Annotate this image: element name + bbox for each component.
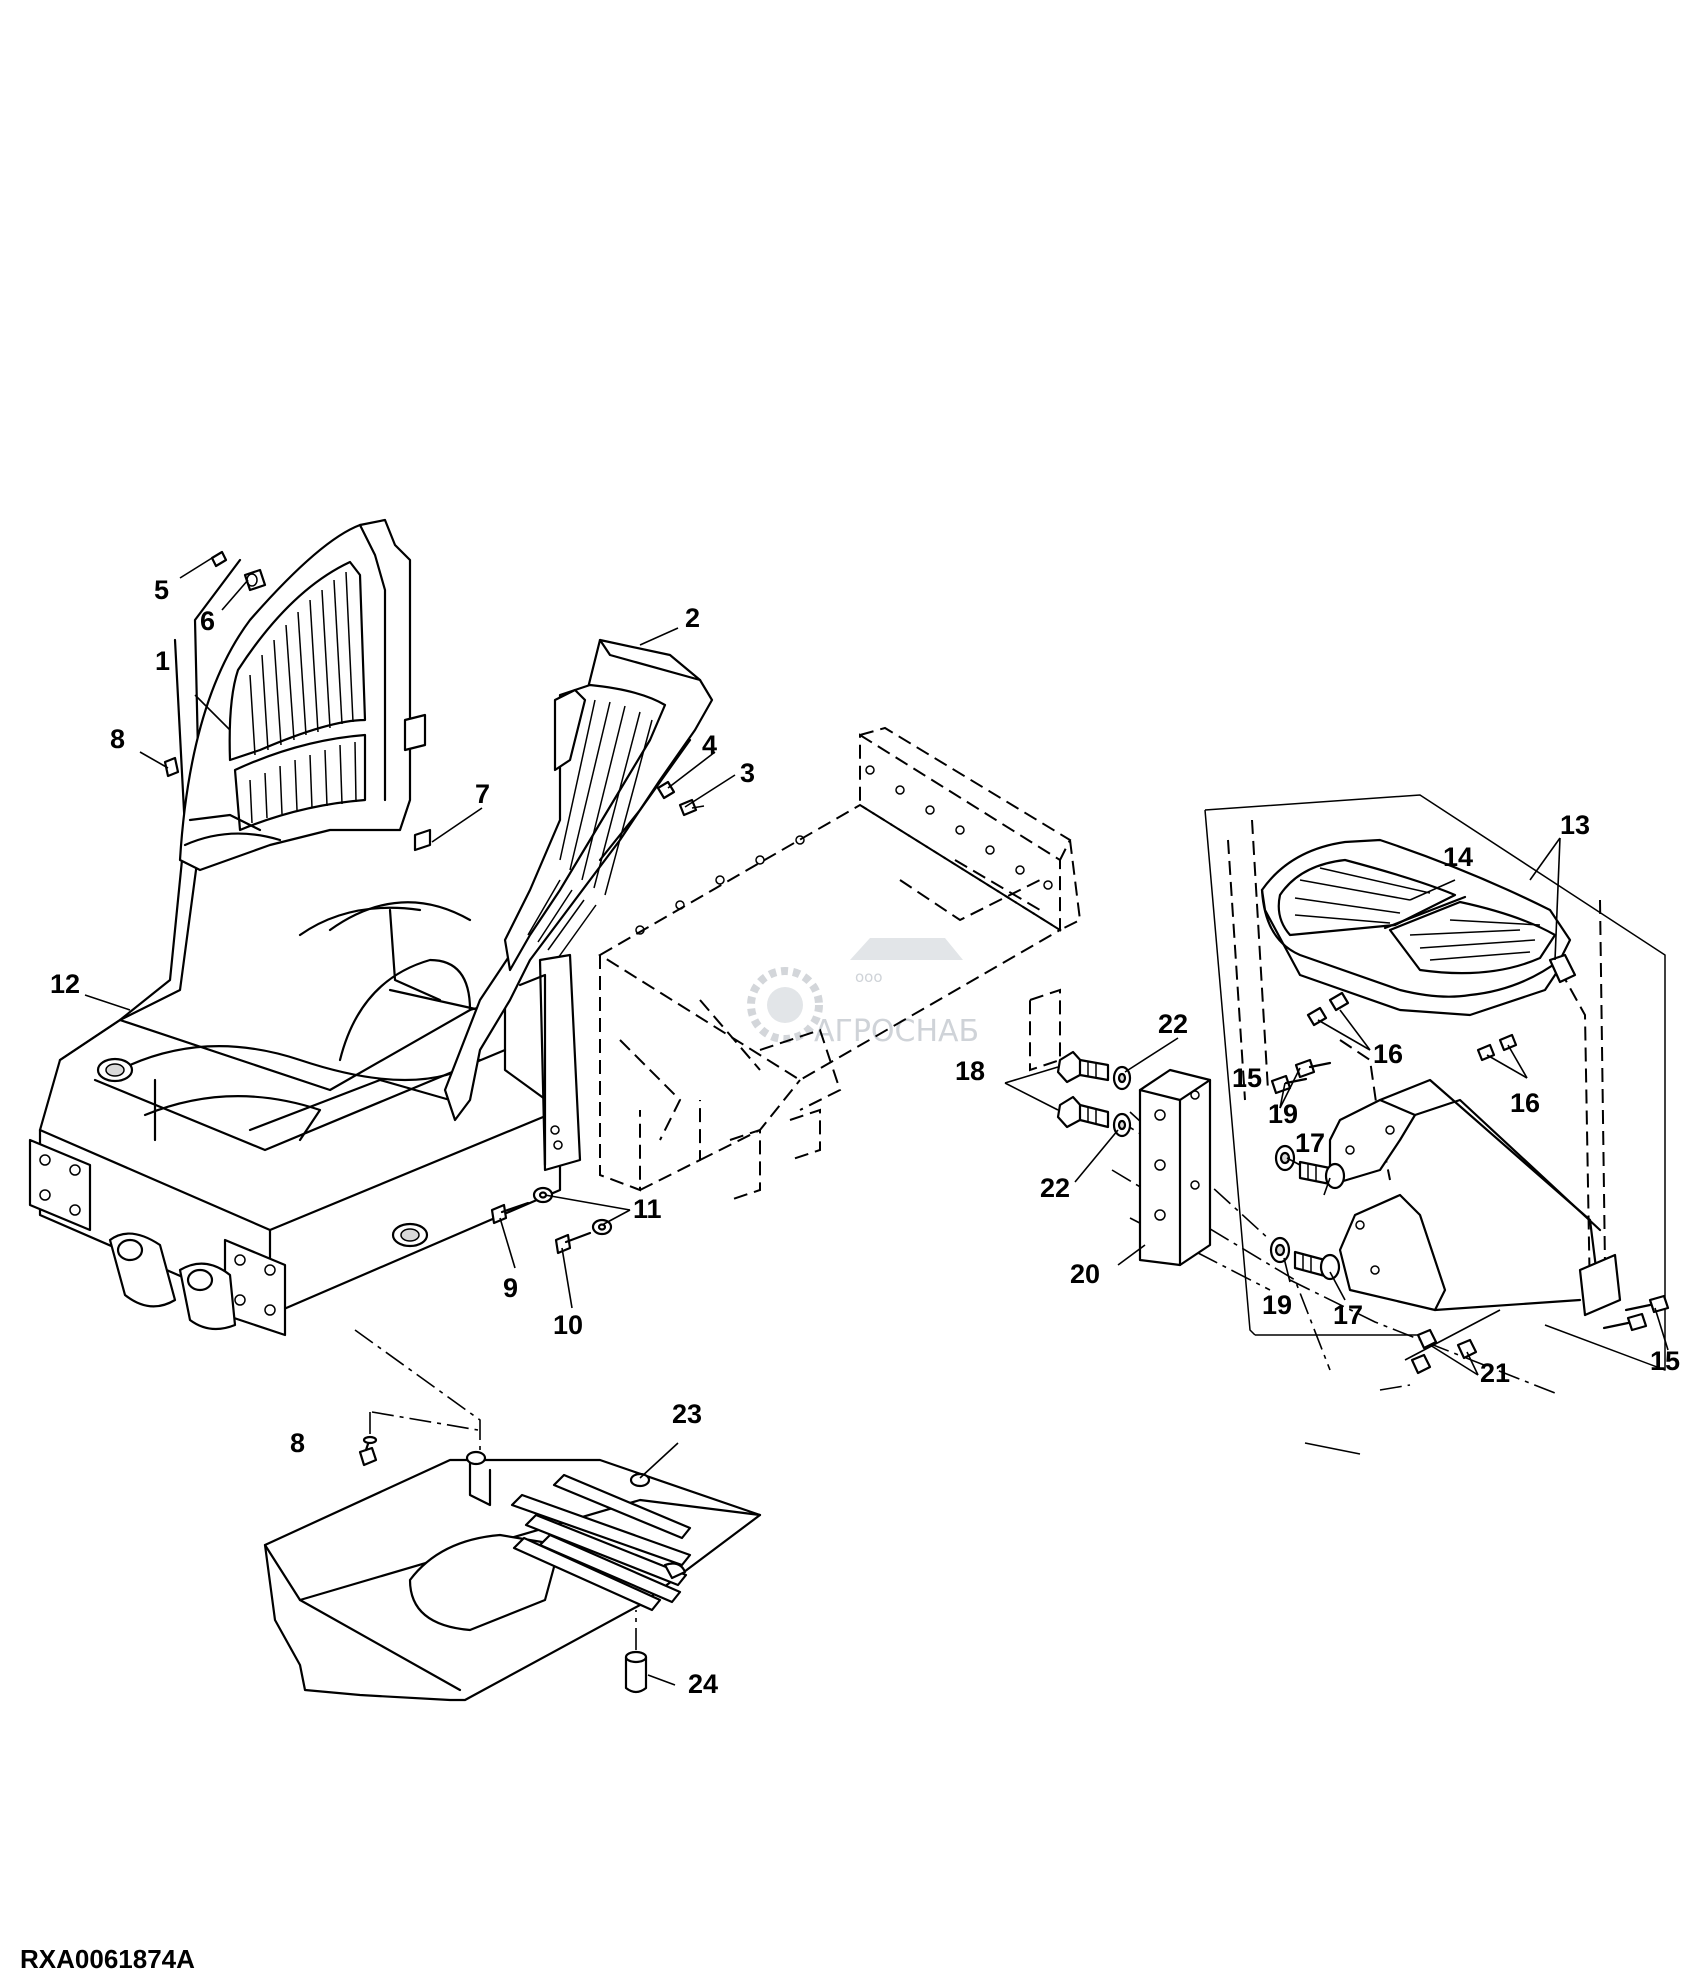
bolts-18-washers-22 [1056,1050,1132,1138]
callout-16-lower: 16 [1510,1088,1540,1118]
watermark-text: АГРОСНАБ [814,1014,979,1049]
callout-17-lower: 17 [1333,1300,1363,1330]
callout-23: 23 [672,1399,702,1429]
frame-housing-phantom [598,726,1082,1201]
step-hardware [1269,991,1670,1375]
callout-5: 5 [154,575,169,605]
left-panel-grille-slats [249,571,357,824]
callout-22-upper: 22 [1158,1009,1188,1039]
callout-labels: 1 2 3 4 5 6 7 8 8 9 10 11 12 13 14 15 15… [20,575,1680,1974]
figure-reference-code: RXA0061874A [20,1944,195,1974]
callout-6: 6 [200,606,215,636]
callout-14: 14 [1443,842,1473,872]
callout-12: 12 [50,969,80,999]
callout-19-lower: 19 [1262,1290,1292,1320]
callout-21: 21 [1480,1358,1510,1388]
step-tread-14 [1260,838,1577,1017]
callout-8-lower: 8 [290,1428,305,1458]
callout-11: 11 [633,1194,662,1224]
callout-8-upper: 8 [110,724,125,754]
floor-plate-slots [510,1473,692,1612]
callout-4: 4 [702,730,717,760]
callout-2: 2 [685,603,700,633]
watermark: ооо АГРОСНАБ [747,938,979,1049]
mounting-plate-20 [1138,1068,1212,1267]
callout-17-upper: 17 [1295,1128,1325,1158]
callout-1: 1 [155,646,170,676]
left-side-panel [178,518,427,872]
callout-10: 10 [553,1310,583,1340]
bolts-9-10-washers-11 [490,1186,613,1255]
spacer-24 [624,1650,648,1694]
step-bracket-13 [1328,1078,1622,1317]
callout-22-lower: 22 [1040,1173,1070,1203]
right-side-panel [443,638,714,1172]
hardware-items-5-6 [163,550,432,852]
callout-7: 7 [475,779,490,809]
watermark-top-text: ооо [855,968,883,986]
callout-18: 18 [955,1056,985,1086]
callout-15-lower: 15 [1650,1346,1680,1376]
callout-24: 24 [688,1669,718,1699]
leader-lines [84,557,1669,1686]
callout-16-upper: 16 [1373,1039,1403,1069]
callout-19-upper: 19 [1268,1099,1298,1129]
callout-13: 13 [1560,810,1590,840]
callout-20: 20 [1070,1259,1100,1289]
callout-9: 9 [503,1273,518,1303]
operator-station-frame [28,558,562,1337]
floor-plate [263,1450,762,1702]
callout-15-upper: 15 [1232,1063,1262,1093]
callout-3: 3 [740,758,755,788]
bolt-8-lower [358,1435,378,1467]
